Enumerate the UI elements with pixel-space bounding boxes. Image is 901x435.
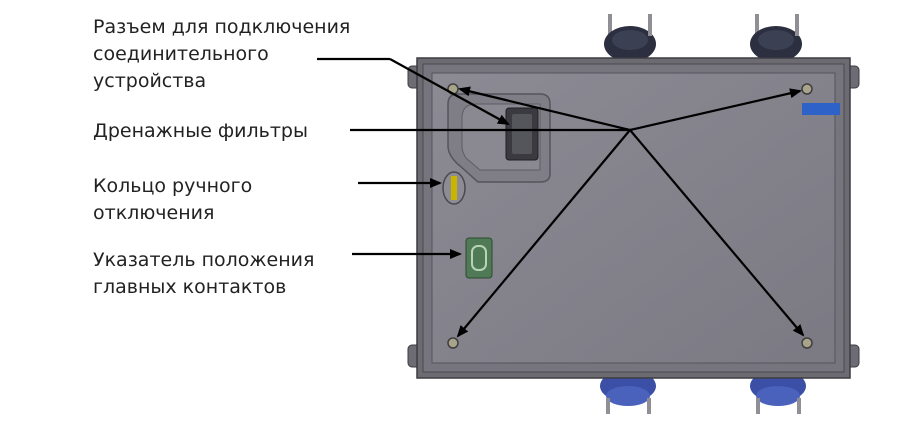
blue-tag bbox=[802, 103, 840, 115]
drain-filters bbox=[447, 83, 813, 349]
label-manual-ring: Кольцо ручного отключения bbox=[93, 173, 252, 227]
leader-drain-arrow-bottom-left bbox=[456, 129, 631, 338]
label-manual-ring-line-1: Кольцо ручного bbox=[93, 175, 253, 197]
connector-socket bbox=[447, 93, 551, 183]
label-position-indicator: Указатель положения главных контактов bbox=[93, 247, 314, 301]
label-drain-filters: Дренажные фильтры bbox=[93, 118, 308, 145]
insulator-top-left bbox=[604, 14, 656, 62]
leader-lines bbox=[317, 57, 805, 338]
housing bbox=[416, 57, 851, 379]
label-connector: Разъем для подключения соединительного у… bbox=[93, 14, 350, 95]
manual-trip-ring bbox=[442, 171, 466, 205]
label-manual-ring-line-2: отключения bbox=[93, 202, 215, 224]
label-position-indicator-line-2: главных контактов bbox=[93, 276, 287, 298]
label-drain-filters-line-1: Дренажные фильтры bbox=[93, 120, 308, 142]
leader-drain-arrow-top-left bbox=[458, 86, 631, 132]
label-connector-line-3: устройства bbox=[93, 70, 207, 92]
insulator-top-right bbox=[750, 14, 802, 62]
position-indicator bbox=[465, 237, 493, 279]
leader-drain-arrow-top-right bbox=[629, 88, 802, 132]
leader-drain-arrow-bottom-right bbox=[629, 129, 805, 337]
label-connector-line-1: Разъем для подключения bbox=[93, 16, 351, 38]
label-position-indicator-line-1: Указатель положения bbox=[93, 249, 315, 271]
label-connector-line-2: соединительного bbox=[93, 43, 269, 65]
leader-connector-arrow bbox=[389, 58, 510, 125]
